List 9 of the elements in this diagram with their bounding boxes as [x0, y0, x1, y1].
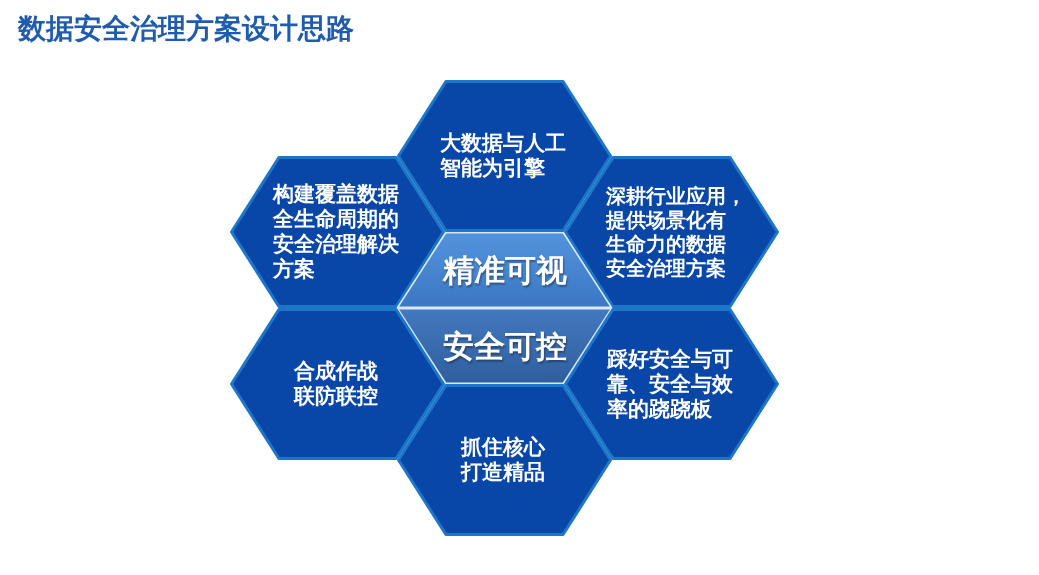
center-text: 精准可视: [442, 251, 567, 289]
tile-text: 踩好安全与可靠、安全与效率的跷跷板: [607, 346, 735, 422]
page-title: 数据安全治理方案设计思路: [18, 12, 354, 46]
tile-text: 大数据与人工智能为引擎: [440, 131, 568, 181]
center-text: 安全可控: [442, 327, 567, 365]
tile-text: 合成作战联防联控: [294, 359, 380, 409]
tile-text: 抓住核心打造精品: [461, 435, 547, 485]
tile-text: 构建覆盖数据全生命周期的安全治理解决方案: [273, 182, 401, 282]
tile-text: 深耕行业应用，提供场景化有生命力的数据安全治理方案: [605, 184, 746, 280]
